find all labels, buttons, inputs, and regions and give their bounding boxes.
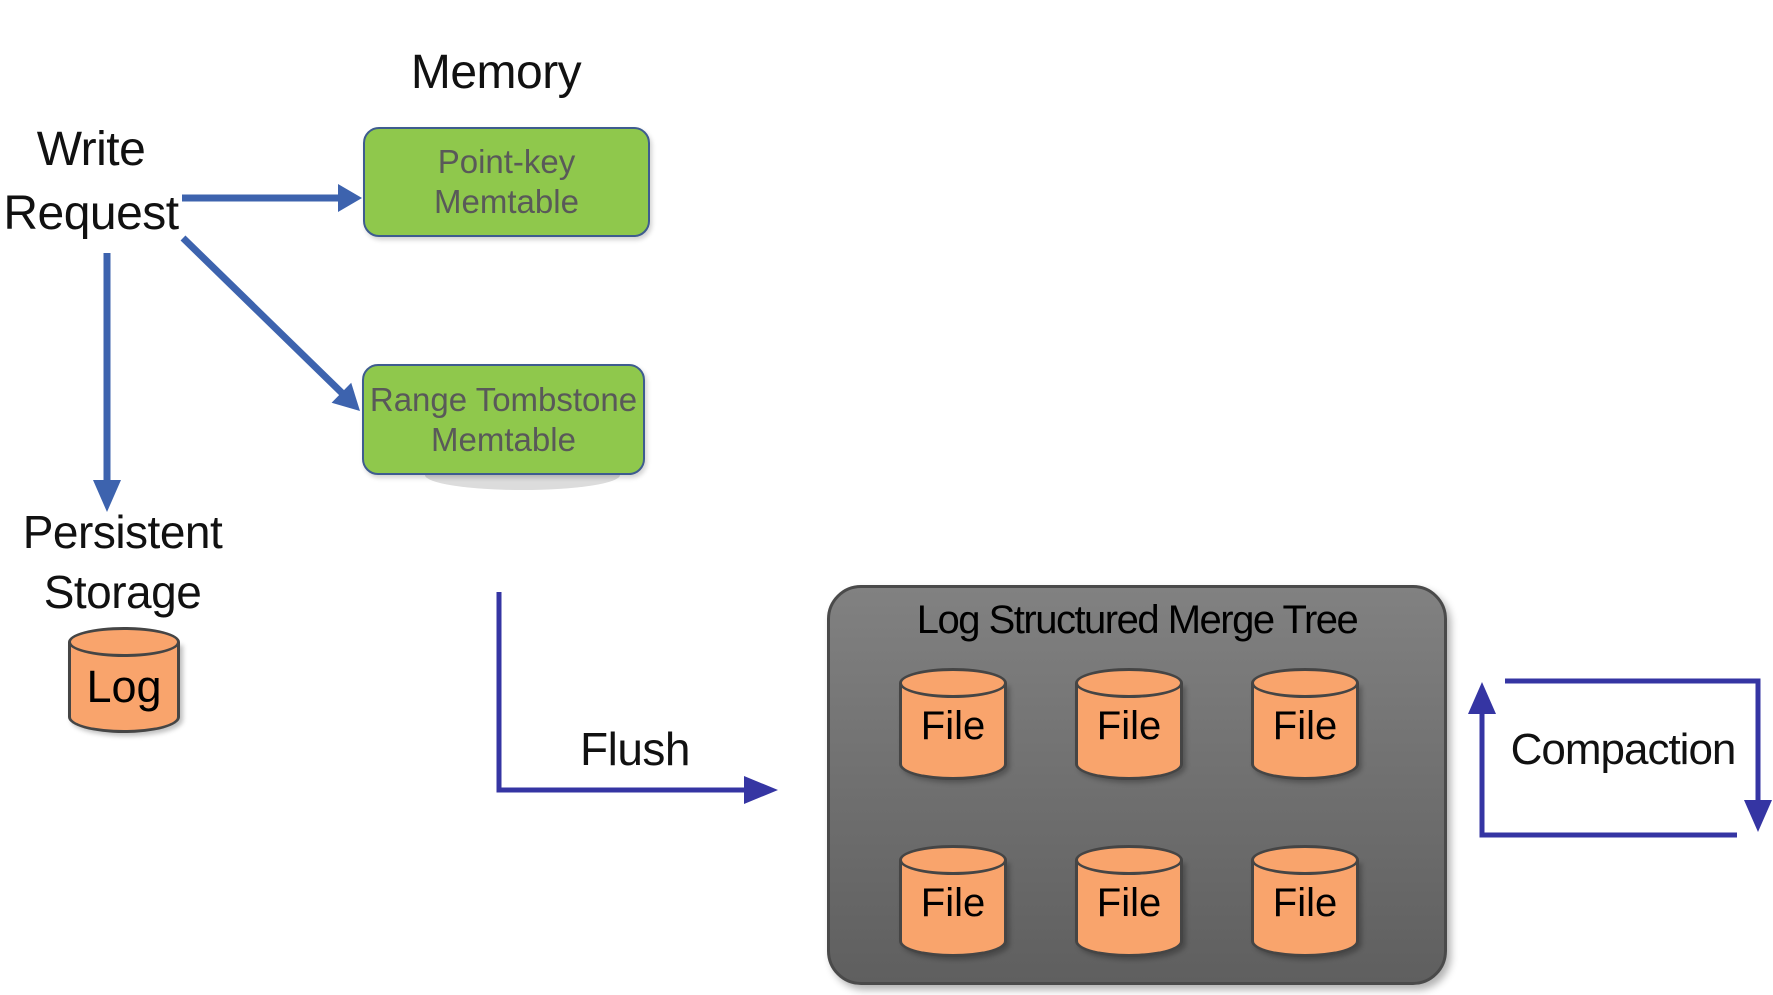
- file-cylinder-5: File: [1075, 845, 1183, 957]
- memory-label: Memory: [410, 46, 582, 99]
- file-cylinder-body: [899, 683, 1007, 780]
- file-cylinder-4: File: [899, 845, 1007, 957]
- file-label: File: [1272, 881, 1338, 925]
- file-cylinder-body: [1075, 860, 1183, 957]
- file-cylinder-top: [1251, 845, 1359, 875]
- file-label: File: [920, 881, 986, 925]
- file-label: File: [1272, 704, 1338, 748]
- flush-label: Flush: [580, 723, 690, 775]
- file-label: File: [1096, 704, 1162, 748]
- file-cylinder-top: [899, 668, 1007, 698]
- write-to-range-tombstone-arrow: [180, 235, 360, 411]
- file-cylinder-top: [1075, 668, 1183, 698]
- range-tombstone-memtable-box: Range Tombstone Memtable: [362, 364, 645, 475]
- lsm-tree-title: Log Structured Merge Tree: [916, 598, 1359, 642]
- write-to-persistent-storage-arrow: [93, 253, 121, 512]
- log-cylinder: Log: [68, 627, 180, 733]
- log-cylinder-body: [68, 642, 180, 733]
- file-cylinder-top: [899, 845, 1007, 875]
- file-label: File: [920, 704, 986, 748]
- file-cylinder-body: [1251, 860, 1359, 957]
- write-to-pointkey-arrow: [182, 184, 362, 212]
- log-cylinder-top: [68, 627, 180, 657]
- file-cylinder-2: File: [1075, 668, 1183, 780]
- range-tombstone-memtable-line1: Range Tombstone: [369, 380, 638, 418]
- point-key-memtable-line1: Point-key: [437, 143, 576, 180]
- file-label: File: [1096, 881, 1162, 925]
- range-tombstone-memtable-line2: Memtable: [431, 420, 576, 458]
- file-cylinder-body: [1075, 683, 1183, 780]
- file-cylinder-body: [1251, 683, 1359, 780]
- persistent-storage-line2: Storage: [43, 566, 202, 618]
- file-cylinder-1: File: [899, 668, 1007, 780]
- write-request-line1: Write: [36, 123, 146, 176]
- write-request-line2: Request: [3, 187, 179, 240]
- file-cylinder-body: [899, 860, 1007, 957]
- log-label: Log: [86, 661, 162, 712]
- write-request-label: Write Request: [0, 118, 182, 246]
- persistent-storage-line1: Persistent: [22, 506, 223, 558]
- compaction-label: Compaction: [1510, 725, 1737, 774]
- point-key-memtable-box: Point-key Memtable: [363, 127, 650, 237]
- file-cylinder-top: [1251, 668, 1359, 698]
- file-cylinder-6: File: [1251, 845, 1359, 957]
- point-key-memtable-line2: Memtable: [434, 183, 579, 220]
- file-cylinder-top: [1075, 845, 1183, 875]
- file-cylinder-3: File: [1251, 668, 1359, 780]
- persistent-storage-label: Persistent Storage: [15, 502, 230, 622]
